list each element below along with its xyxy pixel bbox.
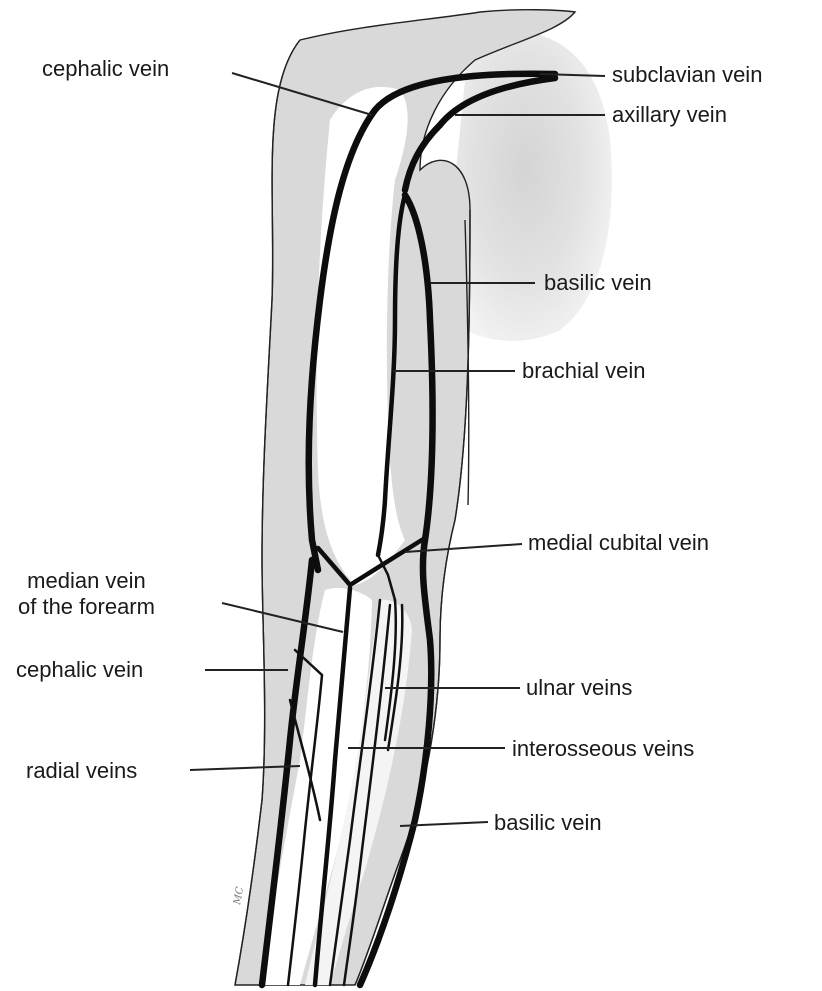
label-interosseous-veins: interosseous veins [512, 736, 694, 762]
label-ulnar-veins: ulnar veins [526, 675, 632, 701]
label-basilic-vein-lower: basilic vein [494, 810, 602, 836]
label-median-vein-forearm: median vein of the forearm [18, 568, 155, 620]
label-subclavian-vein: subclavian vein [612, 62, 762, 88]
label-brachial-vein: brachial vein [522, 358, 646, 384]
label-axillary-vein: axillary vein [612, 102, 727, 128]
label-median-vein-line1: median vein [18, 568, 155, 594]
label-median-vein-line2: of the forearm [18, 594, 155, 620]
artist-signature: MC [232, 886, 246, 907]
label-cephalic-vein-lower: cephalic vein [16, 657, 143, 683]
label-cephalic-vein-upper: cephalic vein [42, 56, 169, 82]
label-medial-cubital-vein: medial cubital vein [528, 530, 709, 556]
label-radial-veins: radial veins [26, 758, 137, 784]
label-basilic-vein-upper: basilic vein [544, 270, 652, 296]
